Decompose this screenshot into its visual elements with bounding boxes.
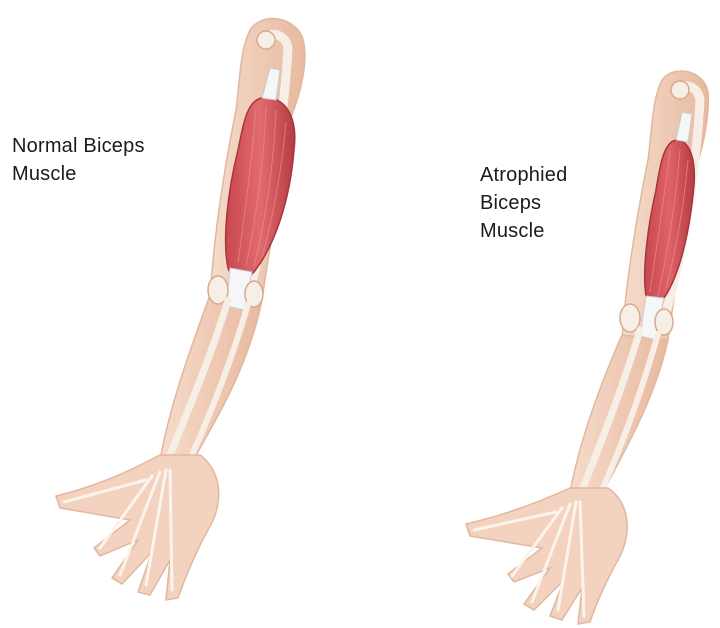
normal-biceps-label: Normal Biceps Muscle [12,132,145,188]
atrophied-biceps-label-line-2: Biceps [480,189,567,217]
atrophied-biceps-label: Atrophied Biceps Muscle [480,161,567,245]
normal-biceps-label-line-1: Normal Biceps [12,132,145,160]
atrophied-biceps-label-line-1: Atrophied [480,161,567,189]
atrophied-biceps-label-line-3: Muscle [480,217,567,245]
normal-biceps-label-line-2: Muscle [12,160,145,188]
atrophied-hand [466,488,627,624]
